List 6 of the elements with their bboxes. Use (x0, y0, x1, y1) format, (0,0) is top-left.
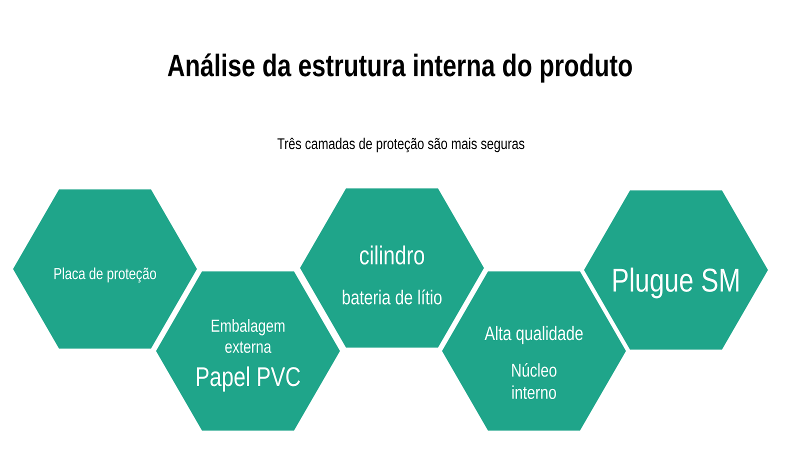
hexagon: Embalagem externa Papel PVC (156, 271, 340, 431)
hexagon: Plugue SM (584, 190, 768, 350)
hexagon: cilindro bateria de lítio (300, 188, 484, 348)
title: Análise da estrutura interna do produto (168, 53, 632, 83)
subtitle: Três camadas de proteção são mais seguras (277, 138, 524, 152)
hexagon: Placa de proteção (13, 189, 197, 349)
